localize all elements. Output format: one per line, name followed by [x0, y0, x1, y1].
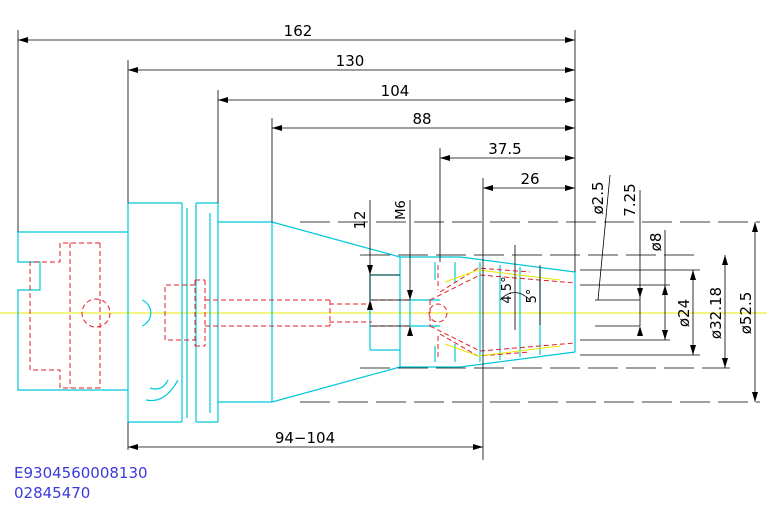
dim-dia-8: ø8	[647, 233, 665, 252]
tool-outline	[17, 202, 576, 423]
dim-collet-length: 26	[520, 170, 539, 188]
dim-dia-32-18: ø32.18	[707, 287, 725, 339]
part-number-line2: 02845470	[14, 484, 90, 502]
dimension-lines	[17, 30, 760, 460]
dim-angle-4-5: 4.5°	[500, 276, 515, 303]
hidden-lines	[29, 242, 576, 389]
dim-dia-2-5: ø2.5	[589, 181, 607, 214]
dim-angle-5: 5°	[525, 289, 540, 304]
dim-dia-7-25: 7.25	[621, 183, 639, 216]
dim-dia-24: ø24	[675, 299, 693, 327]
collet-jaws	[444, 269, 561, 357]
dim-overall-length: 162	[284, 22, 313, 40]
dim-body-length: 104	[381, 82, 410, 100]
dim-flange-length: 130	[336, 52, 365, 70]
part-number-line1: E9304560008130	[14, 464, 148, 482]
dimension-arrows	[18, 37, 758, 450]
dim-thread-size: M6	[394, 200, 409, 220]
dim-nut-length: 37.5	[488, 140, 521, 158]
dim-dia-52-5: ø52.5	[737, 292, 755, 335]
dim-cone-length: 88	[412, 110, 431, 128]
dim-adjust-range: 94−104	[275, 429, 335, 447]
dim-thread-depth: 12	[351, 210, 369, 229]
